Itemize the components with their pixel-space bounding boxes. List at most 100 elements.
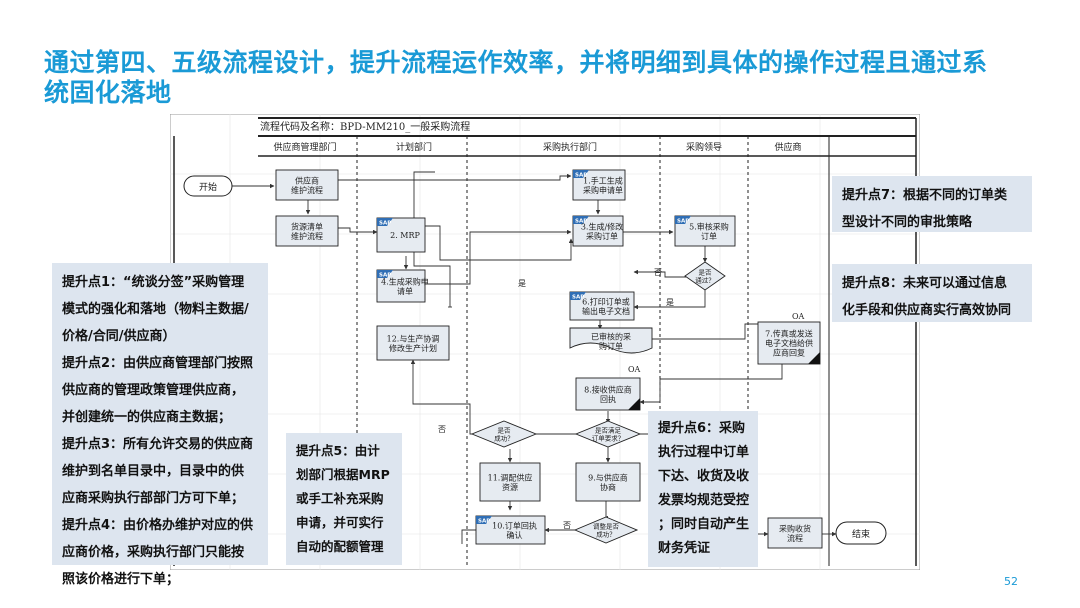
task-shape	[275, 169, 339, 201]
task-shape	[479, 462, 541, 502]
task-box-t2: SAP 2. MRP	[376, 217, 426, 253]
label-no-3: 否	[563, 521, 571, 530]
task-text: 9.与供应商	[588, 472, 628, 482]
task-text: 电子文档给供	[765, 338, 813, 348]
callout-line: 申请，并可实行	[296, 515, 384, 530]
task-text: 10.订单回执	[492, 520, 537, 530]
callout-line: 提升点5：由计	[296, 443, 380, 458]
title-line-1: 通过第四、五级流程设计，提升流程运作效率，并将明细到具体的操作过程且通过系	[44, 48, 988, 77]
decision-shape	[684, 261, 726, 291]
callout-line: 提升点4：由价格办维护对应的供	[62, 518, 254, 533]
callout-line: 自动的配额管理	[296, 539, 384, 554]
callout-line: 执行过程中订单	[658, 445, 750, 460]
corner-marker	[628, 398, 640, 410]
task-text: 购订单	[599, 341, 623, 351]
callout-line: ；同时自动产生	[658, 517, 750, 532]
sap-label: SAP	[677, 219, 689, 225]
callout-line: 供应商的管理政策管理供应商，	[62, 383, 245, 398]
sap-label: SAP	[379, 221, 391, 227]
lane-purchasing: 采购执行部门	[543, 141, 597, 153]
end-node	[835, 521, 887, 545]
sap-icon	[377, 218, 393, 226]
callout-line: 化手段和供应商实行高效协同	[842, 303, 1012, 318]
start-label: 开始	[199, 181, 217, 193]
corner-marker	[808, 352, 820, 364]
sap-icon	[573, 170, 589, 178]
decision-text: 成功？	[494, 434, 514, 443]
page-title: 通过第四、五级流程设计，提升流程运作效率，并将明细到具体的操作过程且通过系 统固…	[44, 48, 1054, 108]
task-text: 维护流程	[291, 231, 323, 241]
callout-line: 模式的强化和落地（物料主数据/	[62, 302, 249, 317]
task-text: 采购收货	[779, 523, 811, 533]
callout-line: 提升点2：由供应商管理部门按照	[62, 356, 254, 371]
sap-label: SAP	[478, 519, 490, 525]
task-text: 协商	[600, 482, 616, 492]
decision-shape	[574, 420, 642, 448]
callout-line: 提升点1：“统谈分签”采购管理	[62, 275, 245, 290]
flow-header: 流程代码及名称：BPD-MM210_一般采购流程	[260, 120, 470, 133]
task-text: 12.与生产协调	[387, 333, 440, 343]
callout-line: 下达、收货及收	[658, 469, 750, 484]
task-shape	[757, 321, 821, 365]
decision-text: 调整是否	[593, 522, 620, 531]
title-line-2: 统固化落地	[44, 78, 172, 107]
callout-line: 提升点8：未来可以通过信息	[842, 276, 1008, 291]
callout-line: 或手工补充采购	[296, 491, 384, 506]
task-text: 资源	[502, 482, 518, 492]
sap-icon	[675, 216, 691, 224]
task-text: 供应商	[295, 175, 319, 185]
process-flowchart: 流程代码及名称：BPD-MM210_一般采购流程 供应商管理部门 计划部门 采购…	[170, 114, 920, 570]
task-text: 11.调配供应	[488, 472, 533, 482]
sap-label: SAP	[379, 273, 391, 279]
decision-text: 通过？	[695, 276, 715, 285]
lane-supplier: 供应商	[774, 141, 801, 153]
decision-text: 是否	[498, 427, 512, 435]
task-text: 6.打印订单或	[582, 296, 630, 306]
decision-shape	[573, 516, 639, 544]
decision-text: 是否	[699, 269, 713, 277]
callout-line: 型设计不同的审批策略	[842, 215, 973, 230]
decision-shape	[470, 420, 538, 448]
label-oa-1: OA	[792, 312, 805, 321]
callout-improvement-5: 提升点5：由计 划部门根据MRP 或手工补充采购 申请，并可实行 自动的配额管理	[286, 433, 402, 565]
callout-line: 并创建统一的供应商主数据；	[62, 410, 232, 425]
callout-line: 发票均规范受控	[658, 493, 750, 508]
label-no-2: 否	[438, 425, 446, 434]
callout-improvement-8: 提升点8：未来可以通过信息 化手段和供应商实行高效协同	[832, 264, 1032, 322]
task-shape	[674, 215, 736, 247]
decision-text: 是否满足	[595, 426, 622, 435]
callout-line: 维护到名单目录中，目录中的供	[62, 464, 245, 479]
task-text: 8.接收供应商	[584, 384, 632, 394]
task-text: 回执	[600, 394, 616, 404]
callout-improvements-1-4: 提升点1：“统谈分签”采购管理 模式的强化和落地（物料主数据/ 价格/合同/供应…	[52, 263, 268, 587]
decision-text: 订单要求？	[592, 434, 625, 443]
task-text: 7.传真或发送	[765, 329, 813, 339]
task-text: 货源清单	[291, 221, 323, 231]
task-shape	[376, 325, 450, 361]
sap-label: SAP	[575, 219, 587, 225]
task-text: 应商回复	[773, 348, 805, 358]
task-text: 2. MRP	[390, 231, 420, 240]
task-text: 维护流程	[291, 185, 323, 195]
task-text: 确认	[507, 530, 523, 540]
task-text: 4.生成采购申	[381, 276, 429, 286]
task-text: 修改生产计划	[389, 343, 437, 353]
callout-line: 价格/合同/供应商）	[62, 329, 176, 344]
callout-line: 提升点6：采购	[658, 421, 746, 436]
task-text: 订单	[701, 231, 717, 241]
start-node	[183, 175, 233, 197]
task-text: 5.审核采购	[689, 221, 729, 231]
task-text: 已审核的采	[591, 331, 631, 341]
